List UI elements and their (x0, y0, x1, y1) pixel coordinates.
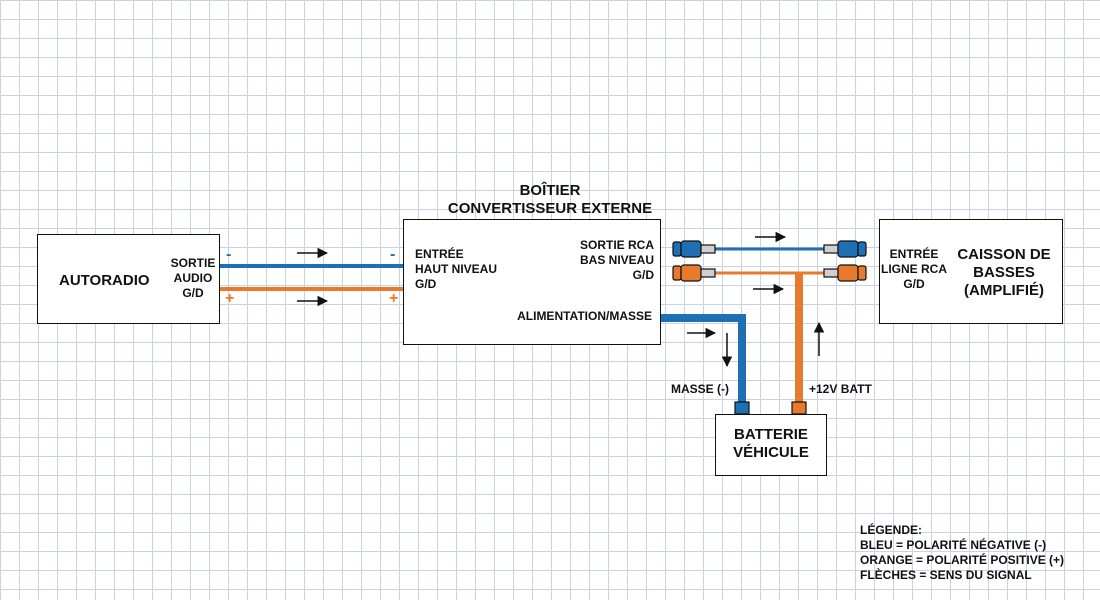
converter-input-line3: G/D (415, 277, 437, 291)
converter-title: BOÎTIER CONVERTISSEUR EXTERNE (430, 182, 670, 218)
subwoofer-box: ENTRÉE LIGNE RCA G/D CAISSON DE BASSES (… (879, 219, 1063, 324)
legend-line-arrows: FLÈCHES = SENS DU SIGNAL (860, 568, 1032, 582)
plus-12v-label: +12V BATT (809, 382, 872, 396)
rca-plug-blue-left (672, 240, 716, 258)
converter-input-line2: HAUT NIVEAU (415, 262, 498, 276)
ground-wire (660, 314, 746, 405)
converter-box: ENTRÉE HAUT NIVEAU G/D SORTIE RCA BAS NI… (403, 219, 661, 345)
subwoofer-input-line2: LIGNE RCA (881, 262, 947, 276)
plus-sign-right: + (389, 290, 399, 307)
converter-output-line1: SORTIE RCA (579, 238, 654, 252)
converter-power-label: ALIMENTATION/MASSE (517, 309, 652, 323)
rca-plug-blue-right (823, 240, 867, 258)
ground-label: MASSE (-) (671, 382, 729, 396)
legend-title: LÉGENDE: (860, 523, 923, 537)
rca-plug-orange-right (823, 264, 867, 282)
converter-output-line3: G/D (632, 268, 654, 282)
minus-sign-right: - (390, 246, 396, 263)
autoradio-output-line1: SORTIE (170, 256, 216, 270)
legend-line-orange: ORANGE = POLARITÉ POSITIVE (+) (860, 553, 1065, 567)
autoradio-output-label: SORTIE AUDIO G/D (165, 256, 221, 301)
battery-positive-terminal (791, 401, 807, 415)
autoradio-box: AUTORADIO SORTIE AUDIO G/D (37, 234, 220, 324)
subwoofer-input-label: ENTRÉE LIGNE RCA G/D (881, 247, 947, 292)
battery-negative-terminal (734, 401, 750, 415)
battery-box: BATTERIE VÉHICULE (715, 414, 827, 476)
rca-plug-orange-left (672, 264, 716, 282)
subwoofer-input-line3: G/D (903, 277, 925, 291)
converter-title-line1: BOÎTIER (519, 182, 581, 199)
converter-input-line1: ENTRÉE (415, 247, 464, 261)
converter-title-line2: CONVERTISSEUR EXTERNE (447, 200, 653, 217)
autoradio-title: AUTORADIO (59, 272, 150, 289)
autoradio-output-line3: G/D (182, 286, 204, 300)
converter-output-line2: BAS NIVEAU (579, 253, 654, 267)
legend-line-blue: BLEU = POLARITÉ NÉGATIVE (-) (860, 538, 1047, 552)
subwoofer-title-line1: CAISSON DE (957, 246, 1051, 263)
subwoofer-title-line2: BASSES (973, 264, 1035, 281)
autoradio-output-line2: AUDIO (173, 271, 213, 285)
plus-sign-left: + (225, 290, 235, 307)
minus-sign-left: - (226, 246, 232, 263)
converter-input-label: ENTRÉE HAUT NIVEAU G/D (415, 247, 497, 292)
battery-title-line2: VÉHICULE (733, 444, 809, 461)
subwoofer-input-line1: ENTRÉE (889, 247, 939, 261)
legend: LÉGENDE: BLEU = POLARITÉ NÉGATIVE (-) OR… (860, 523, 1064, 583)
battery-title-line1: BATTERIE (734, 426, 808, 443)
battery-title: BATTERIE VÉHICULE (716, 426, 826, 462)
converter-output-label: SORTIE RCA BAS NIVEAU G/D (580, 238, 654, 283)
subwoofer-title-line3: (AMPLIFIÉ) (964, 282, 1044, 299)
subwoofer-title: CAISSON DE BASSES (AMPLIFIÉ) (948, 246, 1060, 300)
